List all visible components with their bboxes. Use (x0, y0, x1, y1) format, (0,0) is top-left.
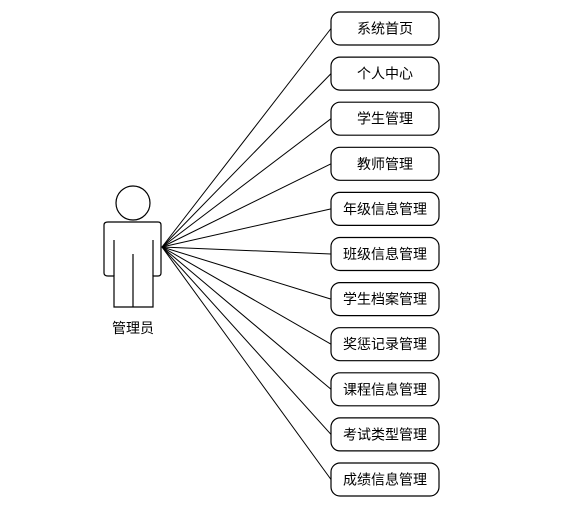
connector-line (161, 246, 332, 480)
connector-line (161, 246, 332, 255)
use-case-label: 教师管理 (357, 157, 413, 173)
use-case-box: 学生档案管理 (330, 282, 440, 317)
use-case-box: 课程信息管理 (330, 372, 440, 407)
use-case-frame (330, 462, 440, 497)
actor-label: 管理员 (112, 321, 154, 337)
use-case-box: 个人中心 (330, 56, 440, 91)
use-case-label: 年级信息管理 (343, 201, 427, 218)
use-case-box: 年级信息管理 (330, 191, 440, 226)
use-case-box: 班级信息管理 (330, 236, 440, 272)
use-case-label: 成绩信息管理 (343, 472, 427, 489)
use-case-label: 课程信息管理 (343, 381, 427, 398)
use-case-frame (330, 146, 440, 181)
use-case-frame (330, 282, 440, 317)
actor-figure: 管理员 (103, 185, 162, 337)
use-case-label: 考试类型管理 (343, 427, 427, 443)
use-case-box: 教师管理 (330, 146, 440, 181)
use-case-box: 奖惩记录管理 (330, 327, 440, 362)
use-case-label: 奖惩记录管理 (343, 336, 427, 353)
connector-line (161, 28, 332, 248)
connector-line (161, 163, 332, 248)
connector-line (161, 246, 332, 345)
use-case-box: 成绩信息管理 (330, 462, 440, 497)
use-case-frame (330, 101, 440, 136)
use-case-box: 学生管理 (330, 101, 440, 136)
use-case-box: 考试类型管理 (330, 417, 440, 452)
connector-line (161, 246, 332, 300)
use-case-frame (330, 11, 440, 46)
connector-line (161, 246, 332, 390)
use-case-box: 系统首页 (330, 11, 440, 46)
connector-line (161, 208, 332, 248)
use-case-frame (330, 417, 440, 452)
use-case-label: 学生档案管理 (343, 291, 427, 308)
connector-line (161, 246, 332, 435)
connector-line (161, 73, 332, 248)
use-case-label: 个人中心 (357, 67, 413, 83)
actor-head (115, 185, 151, 221)
connector-lines (161, 28, 332, 480)
use-case-frame (330, 372, 440, 407)
use-case-label: 班级信息管理 (343, 246, 427, 263)
use-case-label: 系统首页 (357, 22, 413, 38)
use-case-list: 系统首页个人中心学生管理教师管理年级信息管理班级信息管理学生档案管理奖惩记录管理… (330, 11, 440, 497)
use-case-frame (330, 56, 440, 91)
use-case-frame (330, 191, 440, 226)
use-case-label: 学生管理 (357, 112, 413, 128)
use-case-frame (330, 327, 440, 362)
use-case-frame (330, 236, 440, 272)
connector-line (161, 118, 332, 248)
